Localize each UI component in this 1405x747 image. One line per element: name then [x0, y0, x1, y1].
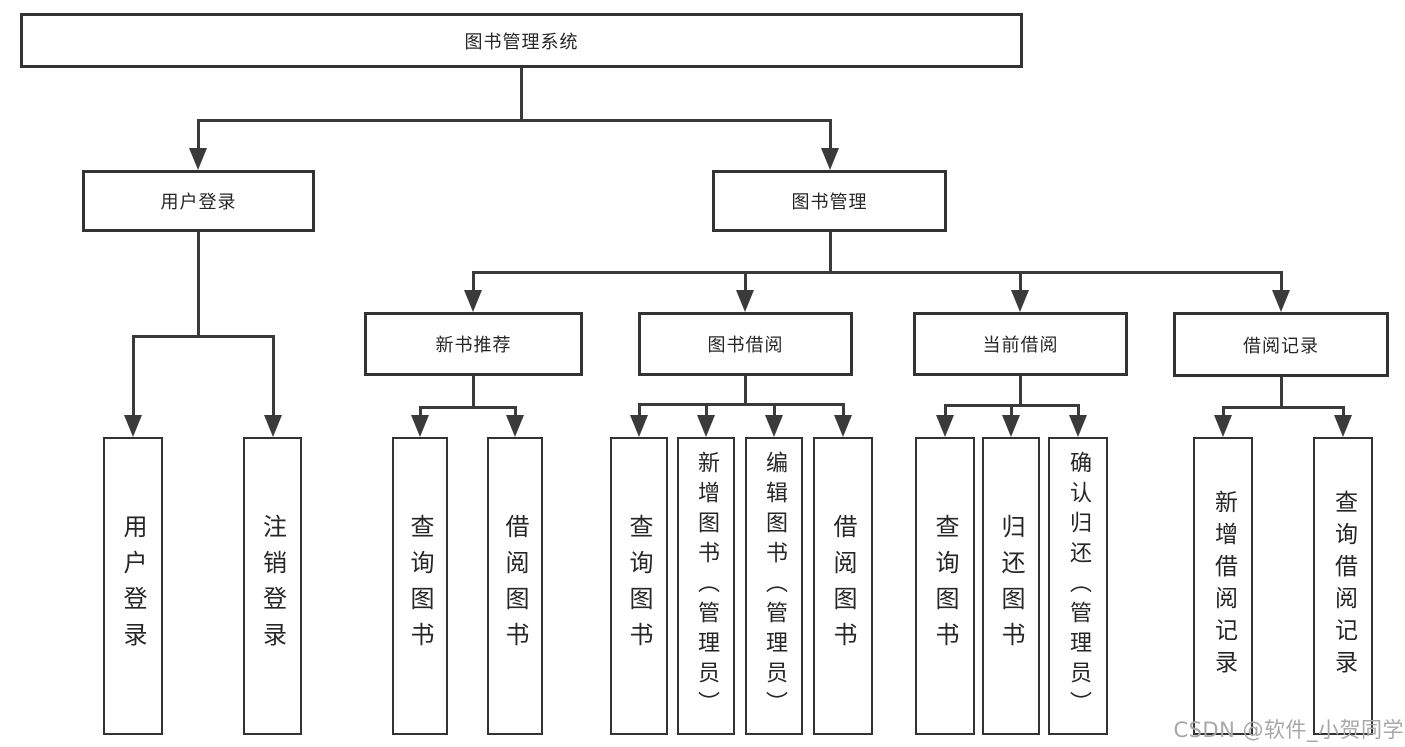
arrow-down-icon — [736, 290, 754, 312]
arrow-down-icon — [506, 415, 524, 437]
node-confirm-return-admin: 确认归还（管理员） — [1048, 437, 1108, 735]
connector-line — [828, 120, 832, 150]
arrow-down-icon — [1214, 415, 1232, 437]
arrow-down-icon — [264, 415, 282, 437]
arrow-down-icon — [411, 415, 429, 437]
arrow-down-icon — [189, 148, 207, 170]
node-borrow-records: 借阅记录 — [1173, 312, 1389, 377]
connector-line — [1009, 405, 1013, 417]
node-label: 新增图书（管理员） — [694, 451, 719, 721]
arrow-down-icon — [765, 415, 783, 437]
connector-line — [1279, 272, 1283, 292]
node-borrow-books: 借阅图书 — [487, 437, 543, 735]
node-query-books: 查询图书 — [392, 437, 448, 735]
node-query-books: 查询图书 — [915, 437, 975, 735]
node-label: 当前借阅 — [982, 335, 1059, 356]
connector-line — [196, 232, 200, 336]
node-label: 新书推荐 — [435, 335, 512, 356]
node-login: 用户登录 — [103, 437, 163, 735]
connector-line — [637, 402, 845, 406]
arrow-down-icon — [697, 415, 715, 437]
node-label: 新增借阅记录 — [1210, 490, 1237, 682]
connector-line — [418, 405, 517, 409]
node-book-management: 图书管理 — [712, 170, 947, 232]
connector-line — [841, 404, 845, 417]
node-label: 用户登录 — [119, 514, 147, 658]
node-book-borrowing: 图书借阅 — [638, 312, 853, 376]
arrow-down-icon — [464, 290, 482, 312]
connector-line — [271, 336, 275, 416]
node-label: 借阅记录 — [1243, 335, 1319, 357]
arrow-down-icon — [1334, 415, 1352, 437]
connector-line — [772, 404, 776, 417]
node-label: 确认归还（管理员） — [1066, 451, 1091, 721]
node-label: 图书管理 — [791, 192, 868, 213]
node-label: 查询图书 — [625, 514, 653, 658]
arrow-down-icon — [1069, 415, 1087, 437]
connector-line — [1221, 405, 1345, 409]
node-label: 图书管理系统 — [464, 31, 579, 53]
node-label: 编辑图书（管理员） — [762, 451, 787, 721]
connector-line — [704, 404, 708, 417]
arrow-down-icon — [124, 415, 142, 437]
node-borrow-books: 借阅图书 — [813, 437, 873, 735]
node-label: 查询借阅记录 — [1330, 490, 1357, 682]
node-label: 借阅图书 — [829, 514, 857, 658]
node-label: 归还图书 — [997, 514, 1025, 658]
connector-line — [743, 272, 747, 292]
connector-line — [196, 120, 200, 150]
node-add-borrow-record: 新增借阅记录 — [1193, 437, 1253, 735]
connector-line — [471, 376, 475, 407]
arrow-down-icon — [630, 415, 648, 437]
connector-line — [1018, 272, 1022, 292]
arrow-down-icon — [1011, 290, 1029, 312]
connector-line — [743, 376, 747, 404]
arrow-down-icon — [1272, 290, 1290, 312]
connector-line — [519, 68, 523, 120]
node-label: 注销登录 — [258, 514, 287, 658]
connector-line — [637, 404, 641, 417]
node-label: 查询图书 — [931, 514, 959, 658]
connector-line — [131, 334, 275, 338]
node-new-book-recommend: 新书推荐 — [364, 312, 583, 376]
node-edit-book-admin: 编辑图书（管理员） — [745, 437, 803, 735]
node-label: 借阅图书 — [501, 514, 529, 658]
node-query-books: 查询图书 — [610, 437, 668, 735]
connector-line — [1279, 377, 1283, 407]
connector-line — [1018, 376, 1022, 405]
arrow-down-icon — [821, 148, 839, 170]
node-library-management-system: 图书管理系统 — [20, 13, 1023, 68]
watermark: CSDN @软件_小贺同学 — [1173, 718, 1404, 742]
connector-line — [418, 407, 422, 417]
connector-line — [471, 272, 475, 292]
node-query-borrow-record: 查询借阅记录 — [1313, 437, 1373, 735]
arrow-down-icon — [1002, 415, 1020, 437]
arrow-down-icon — [834, 415, 852, 437]
connector-line — [1076, 405, 1080, 417]
connector-line — [471, 270, 1283, 274]
arrow-down-icon — [936, 415, 954, 437]
node-label: 图书借阅 — [707, 335, 784, 356]
connector-line — [1221, 407, 1225, 417]
node-logout: 注销登录 — [243, 437, 302, 735]
connector-line — [131, 336, 135, 416]
connector-line — [196, 118, 832, 122]
connector-line — [513, 407, 517, 417]
connector-line — [943, 405, 947, 417]
node-label: 用户登录 — [160, 192, 237, 213]
node-current-borrowing: 当前借阅 — [913, 312, 1128, 376]
node-return-book: 归还图书 — [982, 437, 1040, 735]
connector-line — [1341, 407, 1345, 417]
connector-line — [828, 232, 832, 272]
node-label: 查询图书 — [406, 514, 434, 658]
node-user-login: 用户登录 — [82, 170, 315, 232]
node-add-book-admin: 新增图书（管理员） — [677, 437, 735, 735]
